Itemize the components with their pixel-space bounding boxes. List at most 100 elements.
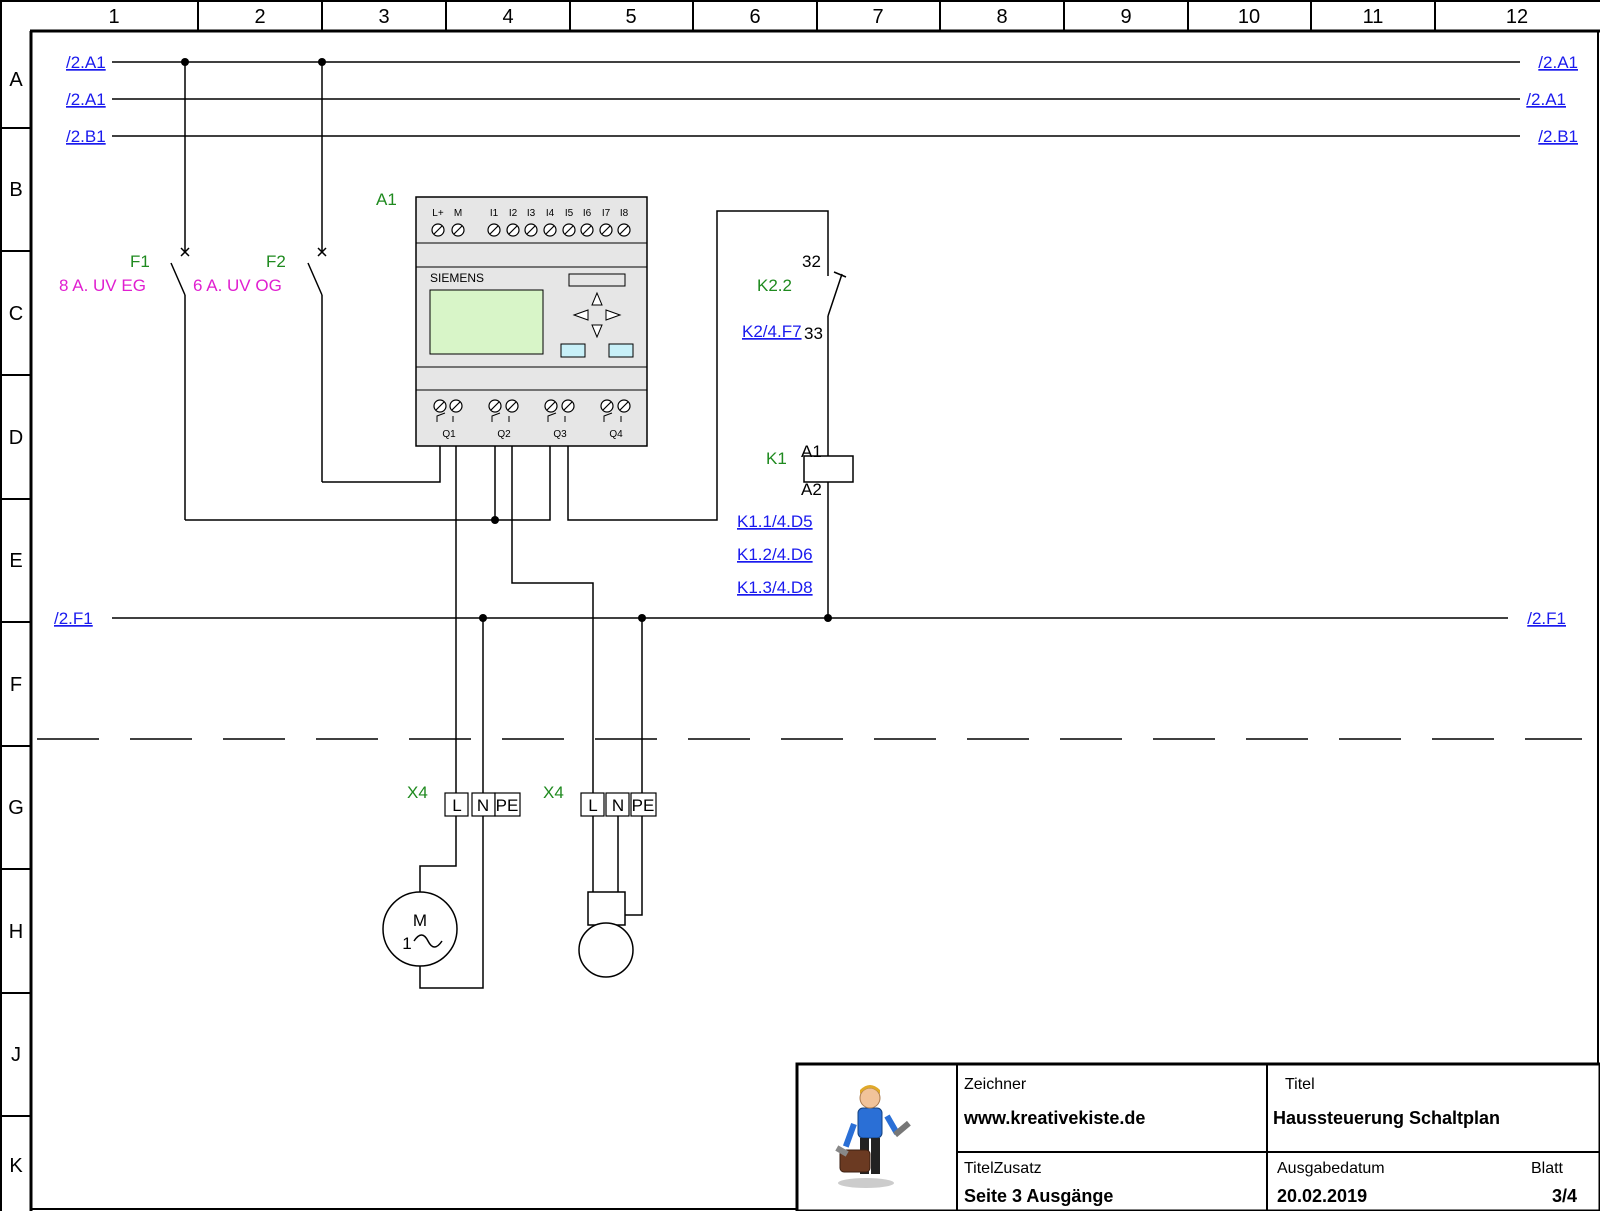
row-letters: A B C D E F G H J K xyxy=(8,69,24,1177)
plc-nav-arrows xyxy=(572,291,622,339)
col-6: 6 xyxy=(749,6,760,28)
col-11: 11 xyxy=(1363,6,1384,28)
label-f1-desc: 8 A. UV EG xyxy=(59,276,146,295)
ref-a1-right-2[interactable]: /2.A1 xyxy=(1526,90,1566,109)
row-a: A xyxy=(9,69,23,91)
plc-input-labels: L+ M I1 I2 I3 I4 I5 I6 I7 I8 xyxy=(432,208,628,219)
x4b-l: L xyxy=(588,796,597,815)
junction-dot xyxy=(491,516,499,524)
junction-dot xyxy=(479,614,487,622)
ref-b1-left[interactable]: /2.B1 xyxy=(66,127,106,146)
tb-titel-value: Haussteuerung Schaltplan xyxy=(1273,1108,1500,1128)
tb-datum-value: 20.02.2019 xyxy=(1277,1186,1367,1206)
label-f2-desc: 6 A. UV OG xyxy=(193,276,282,295)
plc-button-ok xyxy=(608,343,634,358)
plc-input-screws xyxy=(431,223,631,237)
motor-wiring xyxy=(419,816,484,989)
plc-brand: SIEMENS xyxy=(430,271,484,285)
label-x4-b: X4 xyxy=(543,783,564,802)
motor-m1: M 1 xyxy=(382,891,458,967)
label-f1: F1 xyxy=(130,252,150,271)
ref-a1-right-1[interactable]: /2.A1 xyxy=(1538,53,1578,72)
ref-k1-1[interactable]: K1.1/4.D5 xyxy=(737,512,813,531)
motor-m-label: M xyxy=(413,911,427,930)
lamp-base xyxy=(587,891,626,926)
row-f: F xyxy=(10,674,22,696)
plc-output-q4: Q4 xyxy=(609,429,623,440)
junction-dot xyxy=(638,614,646,622)
row-b: B xyxy=(9,179,22,201)
label-k2-2: K2.2 xyxy=(757,276,792,295)
plc-output-q3: Q3 xyxy=(553,429,567,440)
plc-output-screws xyxy=(433,399,631,413)
lamp-wiring xyxy=(592,816,643,916)
label-coil-a1: A1 xyxy=(801,442,822,461)
plc-term-i7: I7 xyxy=(602,208,611,219)
tb-zusatz-value: Seite 3 Ausgänge xyxy=(964,1186,1113,1206)
column-numbers: 1 2 3 4 5 6 7 8 9 10 11 12 xyxy=(108,6,1528,28)
x4b-n: N xyxy=(612,796,624,815)
row-k: K xyxy=(9,1155,23,1177)
ref-a1-left-1[interactable]: /2.A1 xyxy=(66,53,106,72)
row-d: D xyxy=(9,427,23,449)
col-1: 1 xyxy=(108,6,119,28)
row-g: G xyxy=(8,797,24,819)
row-c: C xyxy=(9,303,23,325)
arrow-left-icon xyxy=(572,309,589,321)
x4b-pe: PE xyxy=(632,796,655,815)
plc-term-i6: I6 xyxy=(583,208,592,219)
ref-f1-right[interactable]: /2.F1 xyxy=(1527,609,1566,628)
ref-a1-left-2[interactable]: /2.A1 xyxy=(66,90,106,109)
title-block: Zeichner www.kreativekiste.de Titel Haus… xyxy=(795,1062,1600,1211)
busbar-references: /2.A1 /2.A1 /2.B1 /2.A1 /2.A1 /2.B1 /2.F… xyxy=(54,53,1578,628)
lamp-bulb-icon xyxy=(578,922,634,978)
label-contact-32: 32 xyxy=(802,252,821,271)
contact-k2-2: 32 33 K2.2 K2/4.F7 xyxy=(742,252,847,456)
tb-zusatz-label: TitelZusatz xyxy=(964,1160,1042,1177)
breaker-f2 xyxy=(307,62,327,482)
lamp-bulb xyxy=(578,891,634,978)
col-5: 5 xyxy=(625,6,636,28)
row-h: H xyxy=(9,921,23,943)
plc-slot xyxy=(568,273,626,287)
arrow-up-icon xyxy=(591,291,603,306)
breaker-f1 xyxy=(170,62,190,520)
col-2: 2 xyxy=(254,6,265,28)
tb-blatt-label: Blatt xyxy=(1531,1160,1564,1177)
coil-k1: K1 A1 A2 K1.1/4.D5 K1.2/4.D6 K1.3/4.D8 xyxy=(737,442,854,618)
col-4: 4 xyxy=(502,6,513,28)
tb-blatt-value: 3/4 xyxy=(1552,1186,1577,1206)
ref-b1-right[interactable]: /2.B1 xyxy=(1538,127,1578,146)
tb-zeichner-value: www.kreativekiste.de xyxy=(963,1108,1145,1128)
plc-output-q2: Q2 xyxy=(497,429,511,440)
plc-term-i5: I5 xyxy=(565,208,574,219)
col-9: 9 xyxy=(1120,6,1131,28)
ref-k1-2[interactable]: K1.2/4.D6 xyxy=(737,545,813,564)
plc-output-contacts xyxy=(436,412,622,422)
x4a-l: L xyxy=(452,796,461,815)
arrow-down-icon xyxy=(591,324,603,339)
plc-wiring xyxy=(185,210,829,793)
coil-box xyxy=(803,455,854,483)
ref-f1-left[interactable]: /2.F1 xyxy=(54,609,93,628)
col-3: 3 xyxy=(378,6,389,28)
col-10: 10 xyxy=(1238,6,1260,28)
ref-k1-3[interactable]: K1.3/4.D8 xyxy=(737,578,813,597)
col-8: 8 xyxy=(996,6,1007,28)
junction-dot xyxy=(318,58,326,66)
terminal-x4-lamp: X4 L N PE xyxy=(543,783,657,817)
label-f2: F2 xyxy=(266,252,286,271)
label-k1: K1 xyxy=(766,449,787,468)
x4a-pe: PE xyxy=(496,796,519,815)
plc-display xyxy=(429,289,544,355)
plc-module: A1 L+ M I1 I2 I3 I4 I5 I6 I7 I8 xyxy=(376,190,648,447)
terminal-x4-motor: X4 L N PE xyxy=(407,783,521,817)
busbars xyxy=(112,61,1520,619)
plc-button-esc xyxy=(560,343,586,358)
ref-k2[interactable]: K2/4.F7 xyxy=(742,322,802,341)
col-7: 7 xyxy=(872,6,883,28)
label-coil-a2: A2 xyxy=(801,480,822,499)
row-j: J xyxy=(11,1044,21,1066)
